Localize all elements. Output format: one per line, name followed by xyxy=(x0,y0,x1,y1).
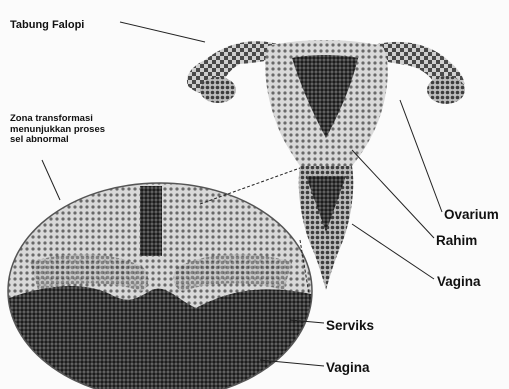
label-ovarium: Ovarium xyxy=(444,208,499,222)
label-rahim: Rahim xyxy=(436,234,477,248)
label-tabung-falopi: Tabung Falopi xyxy=(10,20,84,31)
label-zona-transformasi: Zona transformasi menunjukkan proses sel… xyxy=(10,114,115,146)
label-serviks: Serviks xyxy=(326,319,374,333)
ovary-right xyxy=(427,76,465,104)
ovary-left xyxy=(200,77,236,103)
label-vagina-top: Vagina xyxy=(437,275,481,289)
label-vagina-bottom: Vagina xyxy=(326,361,370,375)
uterus-body xyxy=(265,40,388,166)
magnified-cervix-circle xyxy=(0,180,320,389)
